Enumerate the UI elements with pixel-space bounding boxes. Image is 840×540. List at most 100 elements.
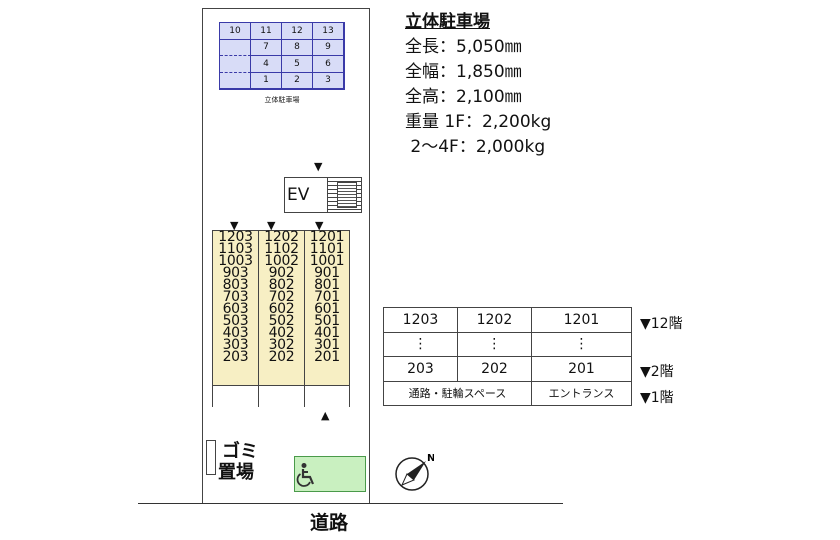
- unit-number: 403: [222, 325, 249, 341]
- spec-width: 全幅：1,850㎜: [405, 62, 522, 82]
- elevator: EV: [284, 177, 328, 213]
- parking-space: 9: [313, 39, 344, 56]
- unit-number: 201: [314, 349, 340, 365]
- unit-number: 1001: [309, 253, 345, 269]
- door-triangle-icon: ▼: [230, 219, 239, 232]
- unit-number: 1102: [264, 241, 299, 257]
- floor-cell: 1202: [456, 307, 532, 333]
- unit-number: 602: [268, 301, 295, 317]
- road-line: [138, 503, 563, 504]
- parking-space: 1: [251, 72, 282, 89]
- floor-cell: エントランス: [530, 380, 633, 406]
- floor-cell: ⋮: [530, 331, 633, 357]
- parking-grid: 10 11 12 13 7 8 9 4 5 6 1 2 3: [219, 22, 345, 90]
- unit-number: 203: [222, 349, 249, 365]
- spec-weight-2-4f: 2〜4F：2,000kg: [405, 137, 546, 157]
- parking-label: 立体駐車場: [264, 96, 300, 104]
- unit-number: 702: [268, 289, 295, 305]
- specs-title: 立体駐車場: [405, 12, 490, 32]
- floor-cell: 通路・駐輪スペース: [383, 380, 532, 406]
- ground-space: [213, 385, 259, 407]
- spec-length: 全長：5,050㎜: [405, 37, 522, 57]
- unit-list: 1203 1103 1003 903 803 703 603 503 403 3…: [213, 229, 258, 365]
- unit-number: 601: [314, 301, 340, 317]
- floor-cell: 1203: [383, 307, 458, 333]
- ground-entrance: [305, 385, 349, 407]
- parking-space: [220, 72, 251, 89]
- corridor: [212, 213, 350, 231]
- spec-height: 全高：2,100㎜: [405, 87, 522, 107]
- unit-number: 302: [268, 337, 295, 353]
- floor-label-2f: ▼2階: [640, 364, 674, 380]
- parking-space: [220, 39, 251, 56]
- parking-space: [220, 56, 251, 73]
- unit-list: 1202 1102 1002 902 802 702 602 502 402 3…: [259, 229, 304, 365]
- unit-number: 402: [268, 325, 295, 341]
- floor-cell: 202: [456, 356, 532, 382]
- parking-space: 8: [282, 39, 313, 56]
- unit-number: 501: [314, 313, 340, 329]
- unit-number: 202: [268, 349, 295, 365]
- unit-number: 502: [268, 313, 295, 329]
- parking-space: 7: [251, 39, 282, 56]
- unit-column: 1203 1103 1003 903 803 703 603 503 403 3…: [213, 229, 259, 385]
- door-triangle-icon: ▼: [267, 219, 276, 232]
- unit-list: 1201 1101 1001 901 801 701 601 501 401 3…: [305, 229, 349, 365]
- unit-number: 701: [314, 289, 340, 305]
- unit-number: 1202: [264, 229, 299, 245]
- parking-space: 2: [282, 72, 313, 89]
- unit-number: 1003: [218, 253, 253, 269]
- wheelchair-icon: [296, 463, 315, 487]
- trash-bin-icon: [206, 440, 216, 475]
- floor-cell: ⋮: [383, 331, 458, 357]
- unit-number: 301: [314, 337, 340, 353]
- parking-space: 6: [313, 56, 344, 73]
- parking-specs: 立体駐車場 全長：5,050㎜ 全幅：1,850㎜ 全高：2,100㎜ 重量 1…: [405, 10, 551, 160]
- compass-north-label: N: [427, 453, 434, 464]
- unit-number: 903: [222, 265, 249, 281]
- trash-line-1: ゴミ: [222, 441, 258, 462]
- unit-number: 803: [222, 277, 249, 293]
- floor-table: 1203 1202 1201 ⋮ ⋮ ⋮ 203 202 201 通路・駐輪スペ…: [383, 307, 633, 406]
- trash-line-2: 置場: [218, 462, 254, 483]
- unit-number: 1203: [218, 229, 253, 245]
- unit-number: 1201: [309, 229, 345, 245]
- floor-cell: 203: [383, 356, 458, 382]
- unit-number: 603: [222, 301, 249, 317]
- unit-number: 801: [314, 277, 340, 293]
- unit-number: 802: [268, 277, 295, 293]
- unit-number: 1002: [264, 253, 299, 269]
- unit-number: 902: [268, 265, 295, 281]
- floor-cell: 201: [530, 356, 633, 382]
- door-triangle-icon: ▼: [315, 219, 324, 232]
- unit-number: 703: [222, 289, 249, 305]
- parking-space: 12: [282, 23, 313, 40]
- stairs-steps: [337, 182, 357, 208]
- entrance-triangle-icon: ▲: [321, 409, 330, 422]
- parking-space: 11: [251, 23, 282, 40]
- entry-triangle-icon: ▼: [314, 160, 323, 173]
- floor-cell: ⋮: [456, 331, 532, 357]
- trash-area-label: ゴミ 置場: [218, 441, 258, 483]
- spec-weight-1f: 重量 1F：2,200kg: [405, 112, 552, 132]
- unit-column: 1202 1102 1002 902 802 702 602 502 402 3…: [259, 229, 305, 385]
- parking-space: 13: [313, 23, 344, 40]
- unit-number: 303: [222, 337, 249, 353]
- road-label: 道路: [310, 512, 349, 534]
- ev-label: EV: [287, 185, 310, 205]
- unit-number: 503: [222, 313, 249, 329]
- unit-number: 1103: [218, 241, 253, 257]
- parking-space: 5: [282, 56, 313, 73]
- unit-column: 1201 1101 1001 901 801 701 601 501 401 3…: [305, 229, 349, 385]
- unit-number: 1101: [309, 241, 345, 257]
- unit-number: 901: [314, 265, 340, 281]
- floor-label-12f: ▼12階: [640, 316, 683, 332]
- unit-number: 401: [314, 325, 340, 341]
- ground-space: [259, 385, 305, 407]
- parking-space: 3: [313, 72, 344, 89]
- floor-cell: 1201: [530, 307, 633, 333]
- parking-space: 4: [251, 56, 282, 73]
- floor-label-1f: ▼1階: [640, 390, 674, 406]
- compass-icon: N: [395, 453, 434, 491]
- parking-space: 10: [220, 23, 251, 40]
